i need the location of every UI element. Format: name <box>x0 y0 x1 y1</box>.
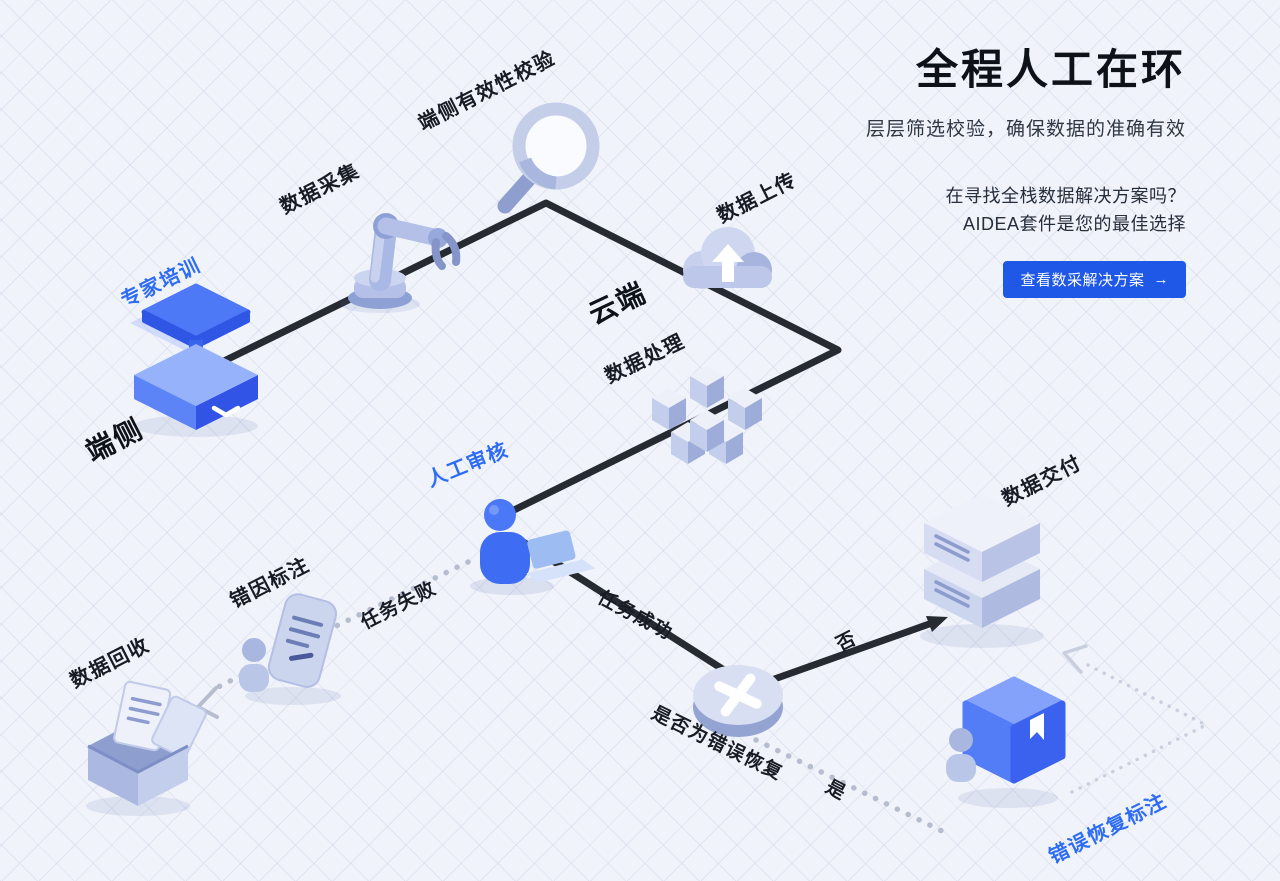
branch-no-line <box>762 619 936 686</box>
arrow-right-icon: → <box>1153 270 1169 288</box>
server-stack-icon <box>920 494 1044 648</box>
person-bookmark-icon <box>946 676 1066 808</box>
branch-yes-dotted-line <box>753 737 951 837</box>
robot-arm-icon <box>340 213 461 313</box>
storage-box-icon <box>86 680 207 816</box>
promo-line-2: AIDEA套件是您的最佳选择 <box>962 213 1186 234</box>
promo-line-1: 在寻找全栈数据解决方案吗？ <box>945 186 1186 206</box>
page-subtitle: 层层筛选校验，确保数据的准确有效 <box>865 119 1186 140</box>
flow-arrowhead <box>926 616 948 632</box>
person-laptop-icon <box>470 499 596 595</box>
view-solution-label: 查看数采解决方案 <box>1020 271 1145 289</box>
cloud-upload-icon <box>683 227 772 289</box>
person-document-icon <box>239 593 341 705</box>
promo-text: 在寻找全栈数据解决方案吗？ AIDEA套件是您的最佳选择 <box>866 183 1186 239</box>
task-failed-dotted-line <box>329 559 471 631</box>
feedback-dashed-line <box>1070 660 1210 794</box>
graduation-podium-icon <box>130 283 258 437</box>
cube-cluster-icon <box>652 366 762 464</box>
view-solution-button[interactable]: 查看数采解决方案 → <box>1003 260 1186 298</box>
hero-section: 全程人工在环 层层筛选校验，确保数据的准确有效 在寻找全栈数据解决方案吗？ AI… <box>866 36 1186 298</box>
feedback-arrow-icon <box>1062 644 1088 674</box>
x-decision-icon <box>693 665 783 737</box>
magnifier-icon <box>497 102 600 214</box>
page-title: 全程人工在环 <box>915 46 1186 93</box>
